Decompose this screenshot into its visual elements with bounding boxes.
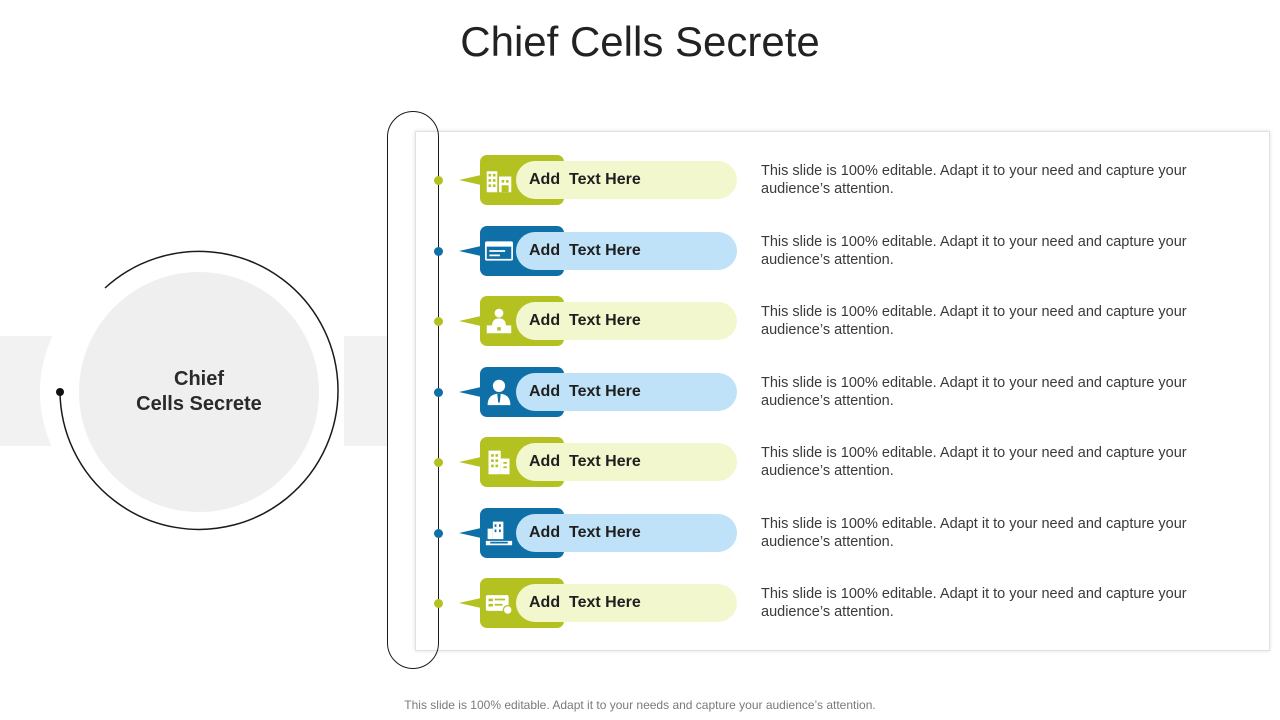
- center-label-line1: Chief: [174, 368, 224, 390]
- browser-window-icon: [483, 235, 515, 267]
- timeline-bracket: [387, 111, 439, 669]
- center-ring-dot: [56, 388, 64, 396]
- timeline-dot: [434, 388, 443, 397]
- tile-pointer: [459, 316, 481, 326]
- center-label-line2: Cells Secrete: [136, 393, 262, 415]
- item-description: This slide is 100% editable. Adapt it to…: [761, 304, 1187, 338]
- item-label: Add Text Here: [516, 302, 737, 340]
- headquarters-icon: [483, 517, 515, 549]
- businessman-icon: [483, 376, 515, 408]
- timeline-dot: [434, 317, 443, 326]
- center-ring: [56, 250, 339, 531]
- center-label: Chief Cells Secrete: [109, 367, 289, 417]
- timeline-dot: [434, 458, 443, 467]
- item-label: Add Text Here: [516, 514, 737, 552]
- building-icon: [483, 164, 515, 196]
- timeline-dot: [434, 247, 443, 256]
- item-description: This slide is 100% editable. Adapt it to…: [761, 375, 1187, 409]
- item-description: This slide is 100% editable. Adapt it to…: [761, 163, 1187, 197]
- item-description: This slide is 100% editable. Adapt it to…: [761, 234, 1187, 268]
- timeline-dot: [434, 529, 443, 538]
- tile-pointer: [459, 246, 481, 256]
- timeline-dot: [434, 176, 443, 185]
- item-label: Add Text Here: [516, 232, 737, 270]
- center-circle: Chief Cells Secrete: [79, 272, 319, 512]
- footer-note: This slide is 100% editable. Adapt it to…: [404, 698, 876, 712]
- item-description: This slide is 100% editable. Adapt it to…: [761, 445, 1187, 479]
- slide-title: Chief Cells Secrete: [460, 18, 820, 65]
- item-label: Add Text Here: [516, 584, 737, 622]
- item-label: Add Text Here: [516, 443, 737, 481]
- item-description: This slide is 100% editable. Adapt it to…: [761, 516, 1187, 550]
- tile-pointer: [459, 598, 481, 608]
- item-label: Add Text Here: [516, 373, 737, 411]
- item-label: Add Text Here: [516, 161, 737, 199]
- item-description: This slide is 100% editable. Adapt it to…: [761, 586, 1187, 620]
- center-band-right: [344, 336, 388, 446]
- tile-pointer: [459, 457, 481, 467]
- tile-pointer: [459, 387, 481, 397]
- tile-pointer: [459, 528, 481, 538]
- tile-pointer: [459, 175, 481, 185]
- executive-desk-icon: [483, 305, 515, 337]
- office-building-icon: [483, 446, 515, 478]
- timeline-dot: [434, 599, 443, 608]
- center-ring-arc: [59, 250, 339, 531]
- id-card-icon: [483, 587, 515, 619]
